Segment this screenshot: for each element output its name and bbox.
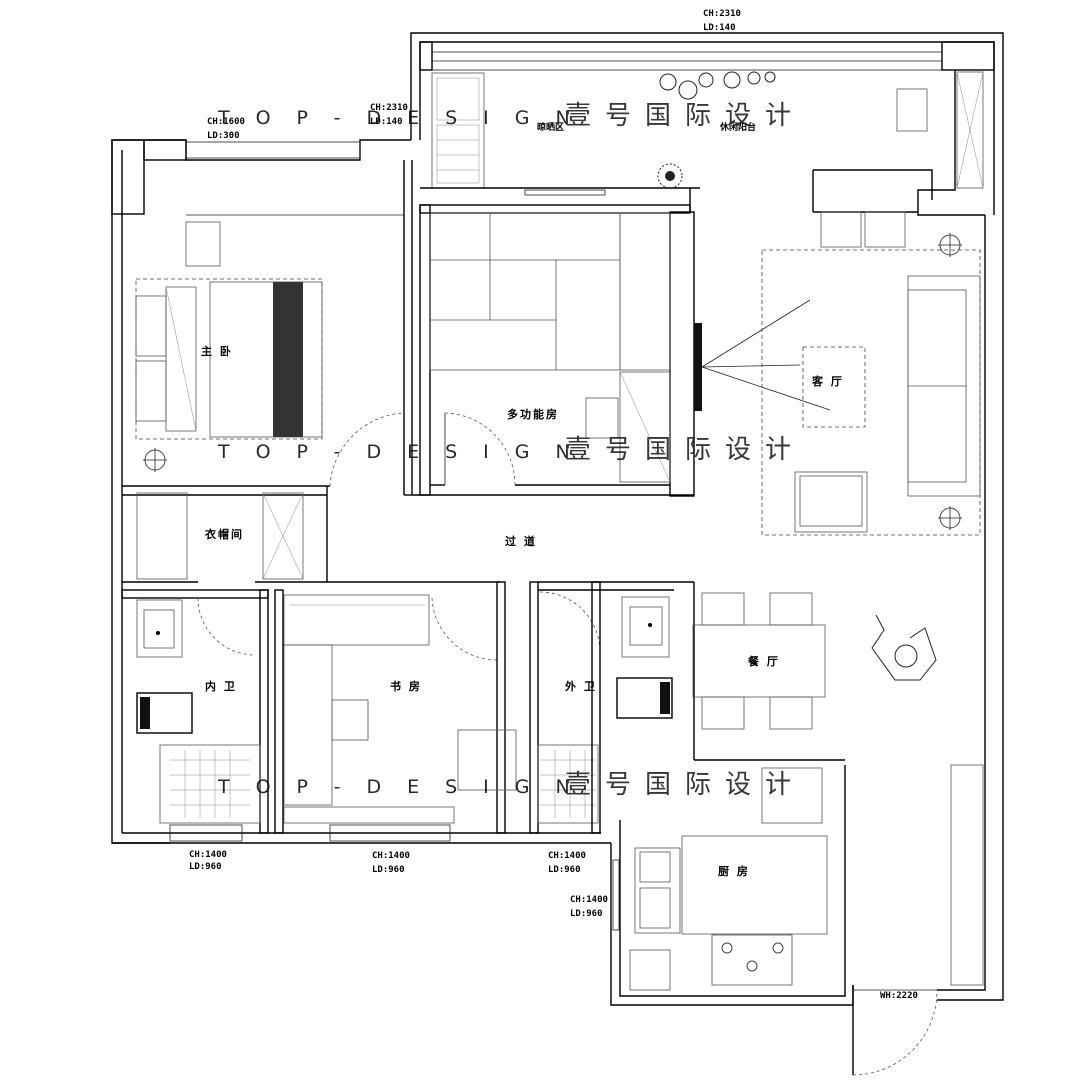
- lamp-icon: [938, 233, 962, 257]
- lamp-icon: [938, 506, 962, 530]
- person-icon: [871, 614, 937, 681]
- top-ld-label: LD:140: [703, 23, 736, 33]
- guest-bath-ch-label: CH:1400: [548, 851, 586, 861]
- inner-bathroom-label: 内 卫: [205, 679, 237, 693]
- study-ld-label: LD:960: [372, 865, 405, 875]
- balcony-left-ch-label: CH:2310: [370, 103, 408, 113]
- inner-bath-ch-label: CH:1400: [189, 850, 227, 860]
- living-room: 客 厅: [694, 211, 981, 536]
- top-ch-label: CH:2310: [703, 9, 741, 19]
- inner-bathroom: 内 卫: [121, 589, 269, 842]
- plant-icon: [657, 71, 776, 189]
- master-bedroom: 主 卧: [111, 139, 413, 496]
- watermark-chinese-1: 壹号国际设计: [565, 101, 805, 131]
- watermark-latin-1: TOP-DESIGN: [217, 107, 596, 129]
- outer-walls: [111, 32, 1004, 1076]
- walk-in-closet-label: 衣帽间: [205, 527, 244, 541]
- inner-bath-ld-label: LD:960: [189, 862, 222, 872]
- dining-room: 餐 厅: [692, 582, 937, 760]
- bedroom-window-ch-label: CH:1600: [207, 117, 245, 127]
- drying-area-label: 晾晒区: [537, 121, 564, 133]
- watermark-latin-2: TOP-DESIGN: [217, 441, 596, 463]
- kitchen-ld-label: LD:960: [570, 909, 603, 919]
- shower-tiles: [540, 750, 596, 818]
- guest-bathroom: 外 卫: [529, 581, 694, 834]
- watermark-chinese-2: 壹号国际设计: [565, 435, 805, 465]
- kitchen-ch-label: CH:1400: [570, 895, 608, 905]
- balcony-left-ld-label: LD:140: [370, 117, 403, 127]
- kitchen: 厨 房: [612, 759, 984, 991]
- guest-bath-ld-label: LD:960: [548, 865, 581, 875]
- watermark-latin-3: TOP-DESIGN: [217, 776, 596, 798]
- hallway-label: 过 道: [505, 534, 537, 548]
- guest-bathroom-label: 外 卫: [564, 679, 597, 693]
- shower-tiles: [170, 750, 250, 818]
- study: 书 房: [274, 581, 517, 842]
- living-room-label: 客 厅: [811, 374, 844, 388]
- walk-in-closet: 衣帽间: [122, 486, 500, 583]
- watermark: TOP-DESIGN 壹号国际设计 TOP-DESIGN 壹号国际设计 TOP-…: [217, 101, 805, 800]
- master-bedroom-label: 主 卧: [201, 344, 233, 358]
- balcony: [419, 41, 995, 216]
- hallway: 过 道: [412, 494, 694, 548]
- leisure-balcony-label: 休闲阳台: [719, 121, 756, 133]
- study-ch-label: CH:1400: [372, 851, 410, 861]
- kitchen-label: 厨 房: [718, 864, 750, 878]
- entry-wh-label: WH:2220: [880, 991, 918, 1001]
- multi-function-room-label: 多功能房: [507, 407, 559, 421]
- bedroom-window-ld-label: LD:300: [207, 131, 240, 141]
- lamp-icon: [143, 448, 167, 472]
- watermark-chinese-3: 壹号国际设计: [565, 770, 805, 800]
- dining-room-label: 餐 厅: [747, 654, 780, 668]
- study-label: 书 房: [390, 679, 422, 693]
